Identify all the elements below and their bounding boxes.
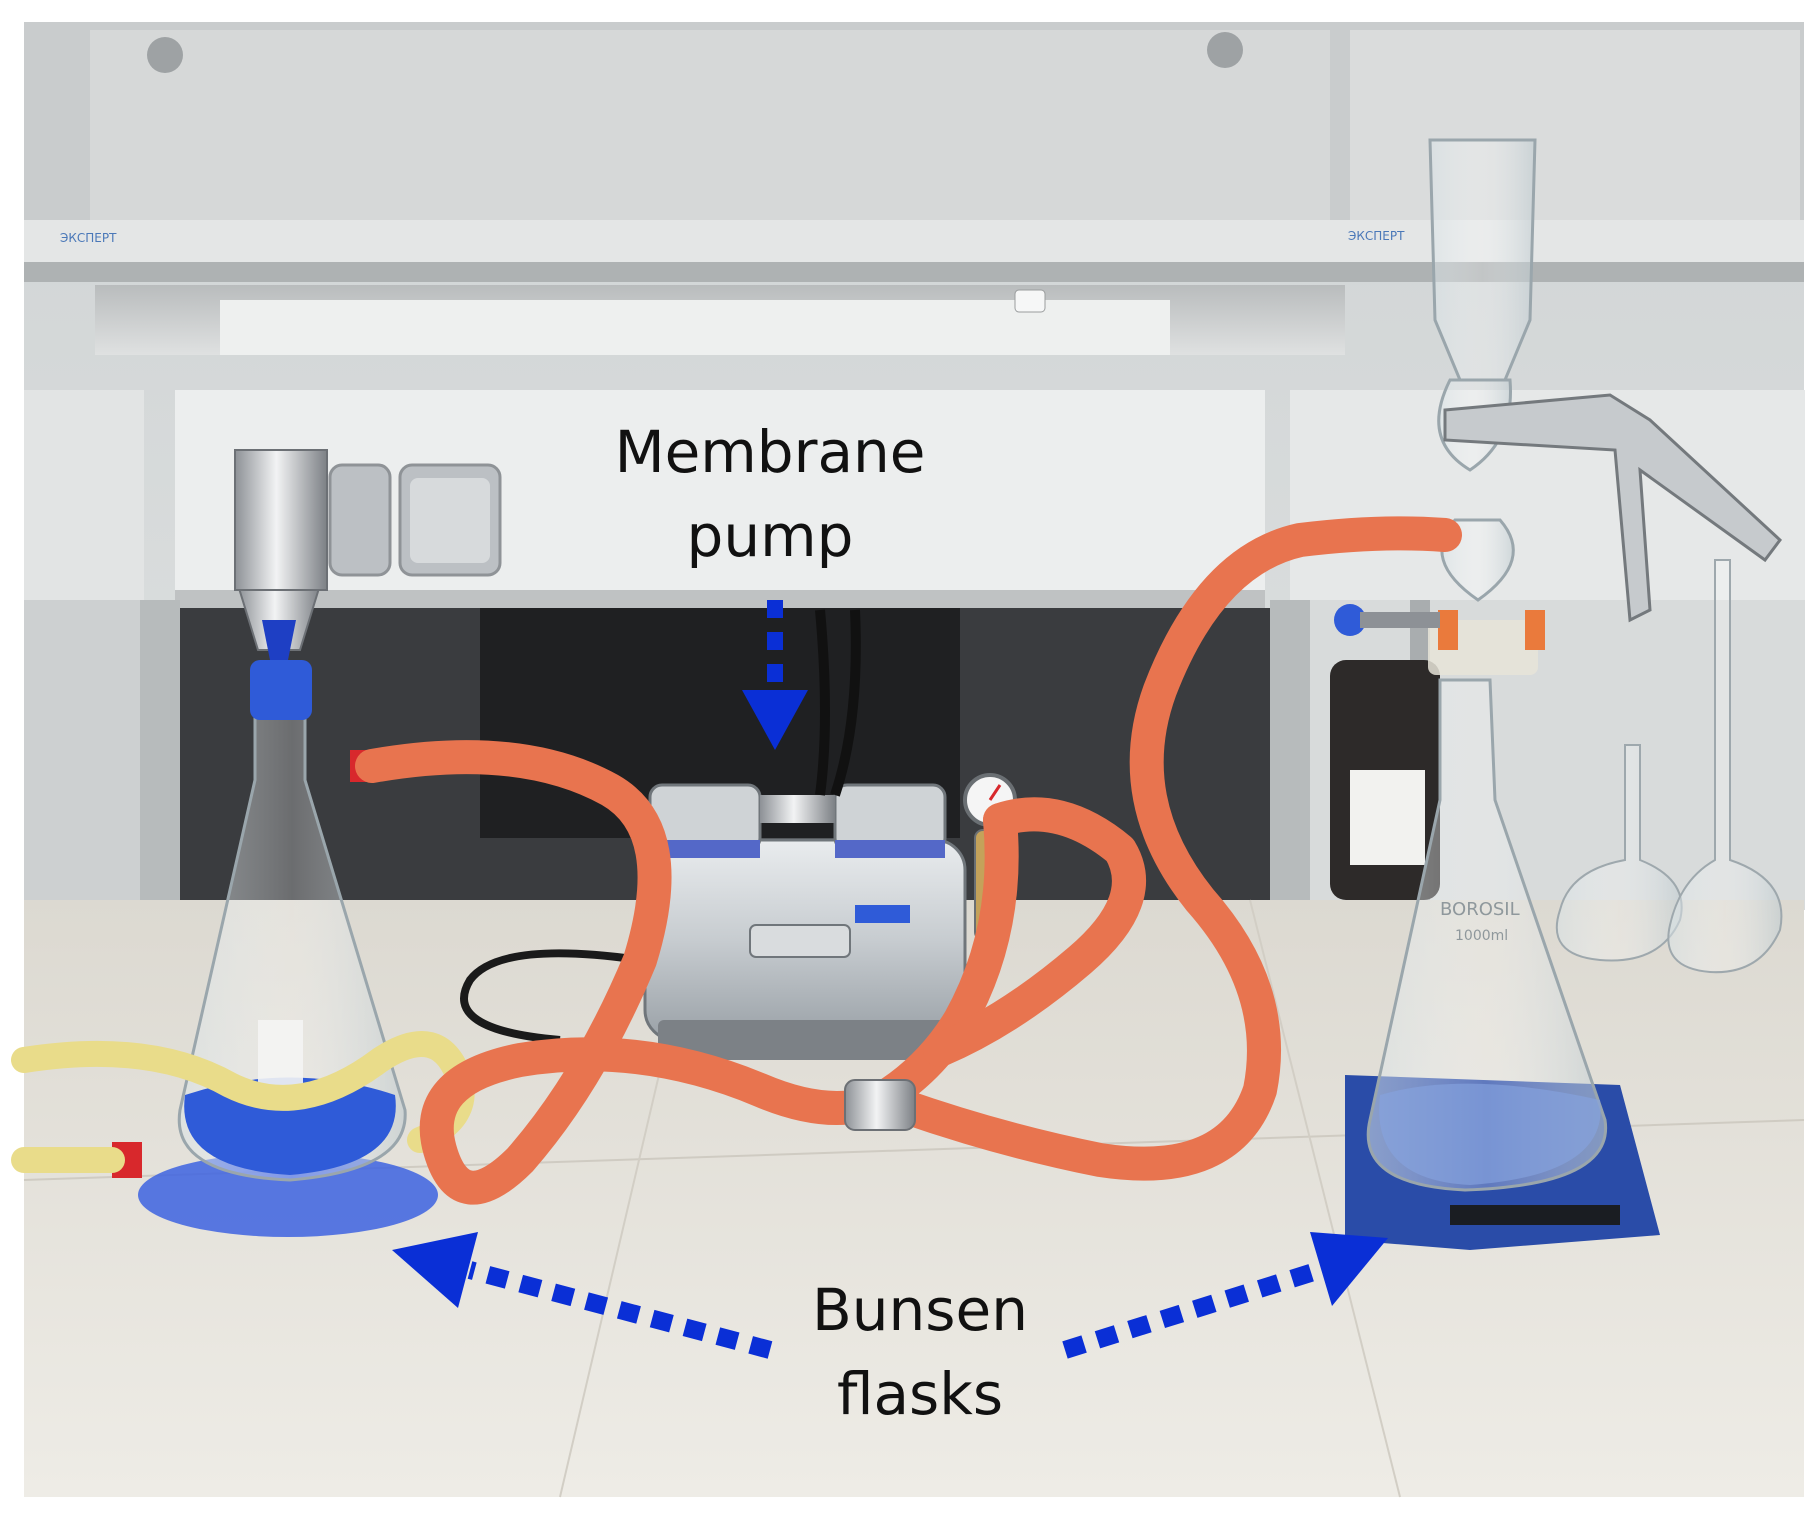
flask-brand-text: BOROSIL <box>1440 899 1520 920</box>
orange-tubing <box>355 516 1462 1205</box>
bunsen-flasks-label: Bunsen flasks <box>720 1268 1120 1436</box>
background-glassware <box>1330 559 1783 974</box>
arrow-to-right-flask <box>1062 1232 1388 1359</box>
bunsen-flasks-label-line2: flasks <box>836 1360 1004 1428</box>
cabinet-logo-left: ЭКСПЕРТ <box>60 231 117 245</box>
cabinet-logo-right: ЭКСПЕРТ <box>1348 229 1405 243</box>
membrane-pump <box>460 609 1017 1060</box>
membrane-pump-label-line1: Membrane <box>614 418 926 486</box>
membrane-pump-label-line2: pump <box>686 502 854 570</box>
arrow-to-pump <box>742 600 808 750</box>
flask-clamp <box>1443 393 1783 623</box>
right-bunsen-flask: BOROSIL 1000ml <box>1334 138 1783 1250</box>
membrane-pump-label: Membrane pump <box>560 410 980 578</box>
bunsen-flasks-label-line1: Bunsen <box>812 1276 1028 1344</box>
arrow-to-left-flask <box>392 1232 773 1359</box>
flask-volume-text: 1000ml <box>1455 928 1508 944</box>
tee-connector <box>844 1079 916 1131</box>
